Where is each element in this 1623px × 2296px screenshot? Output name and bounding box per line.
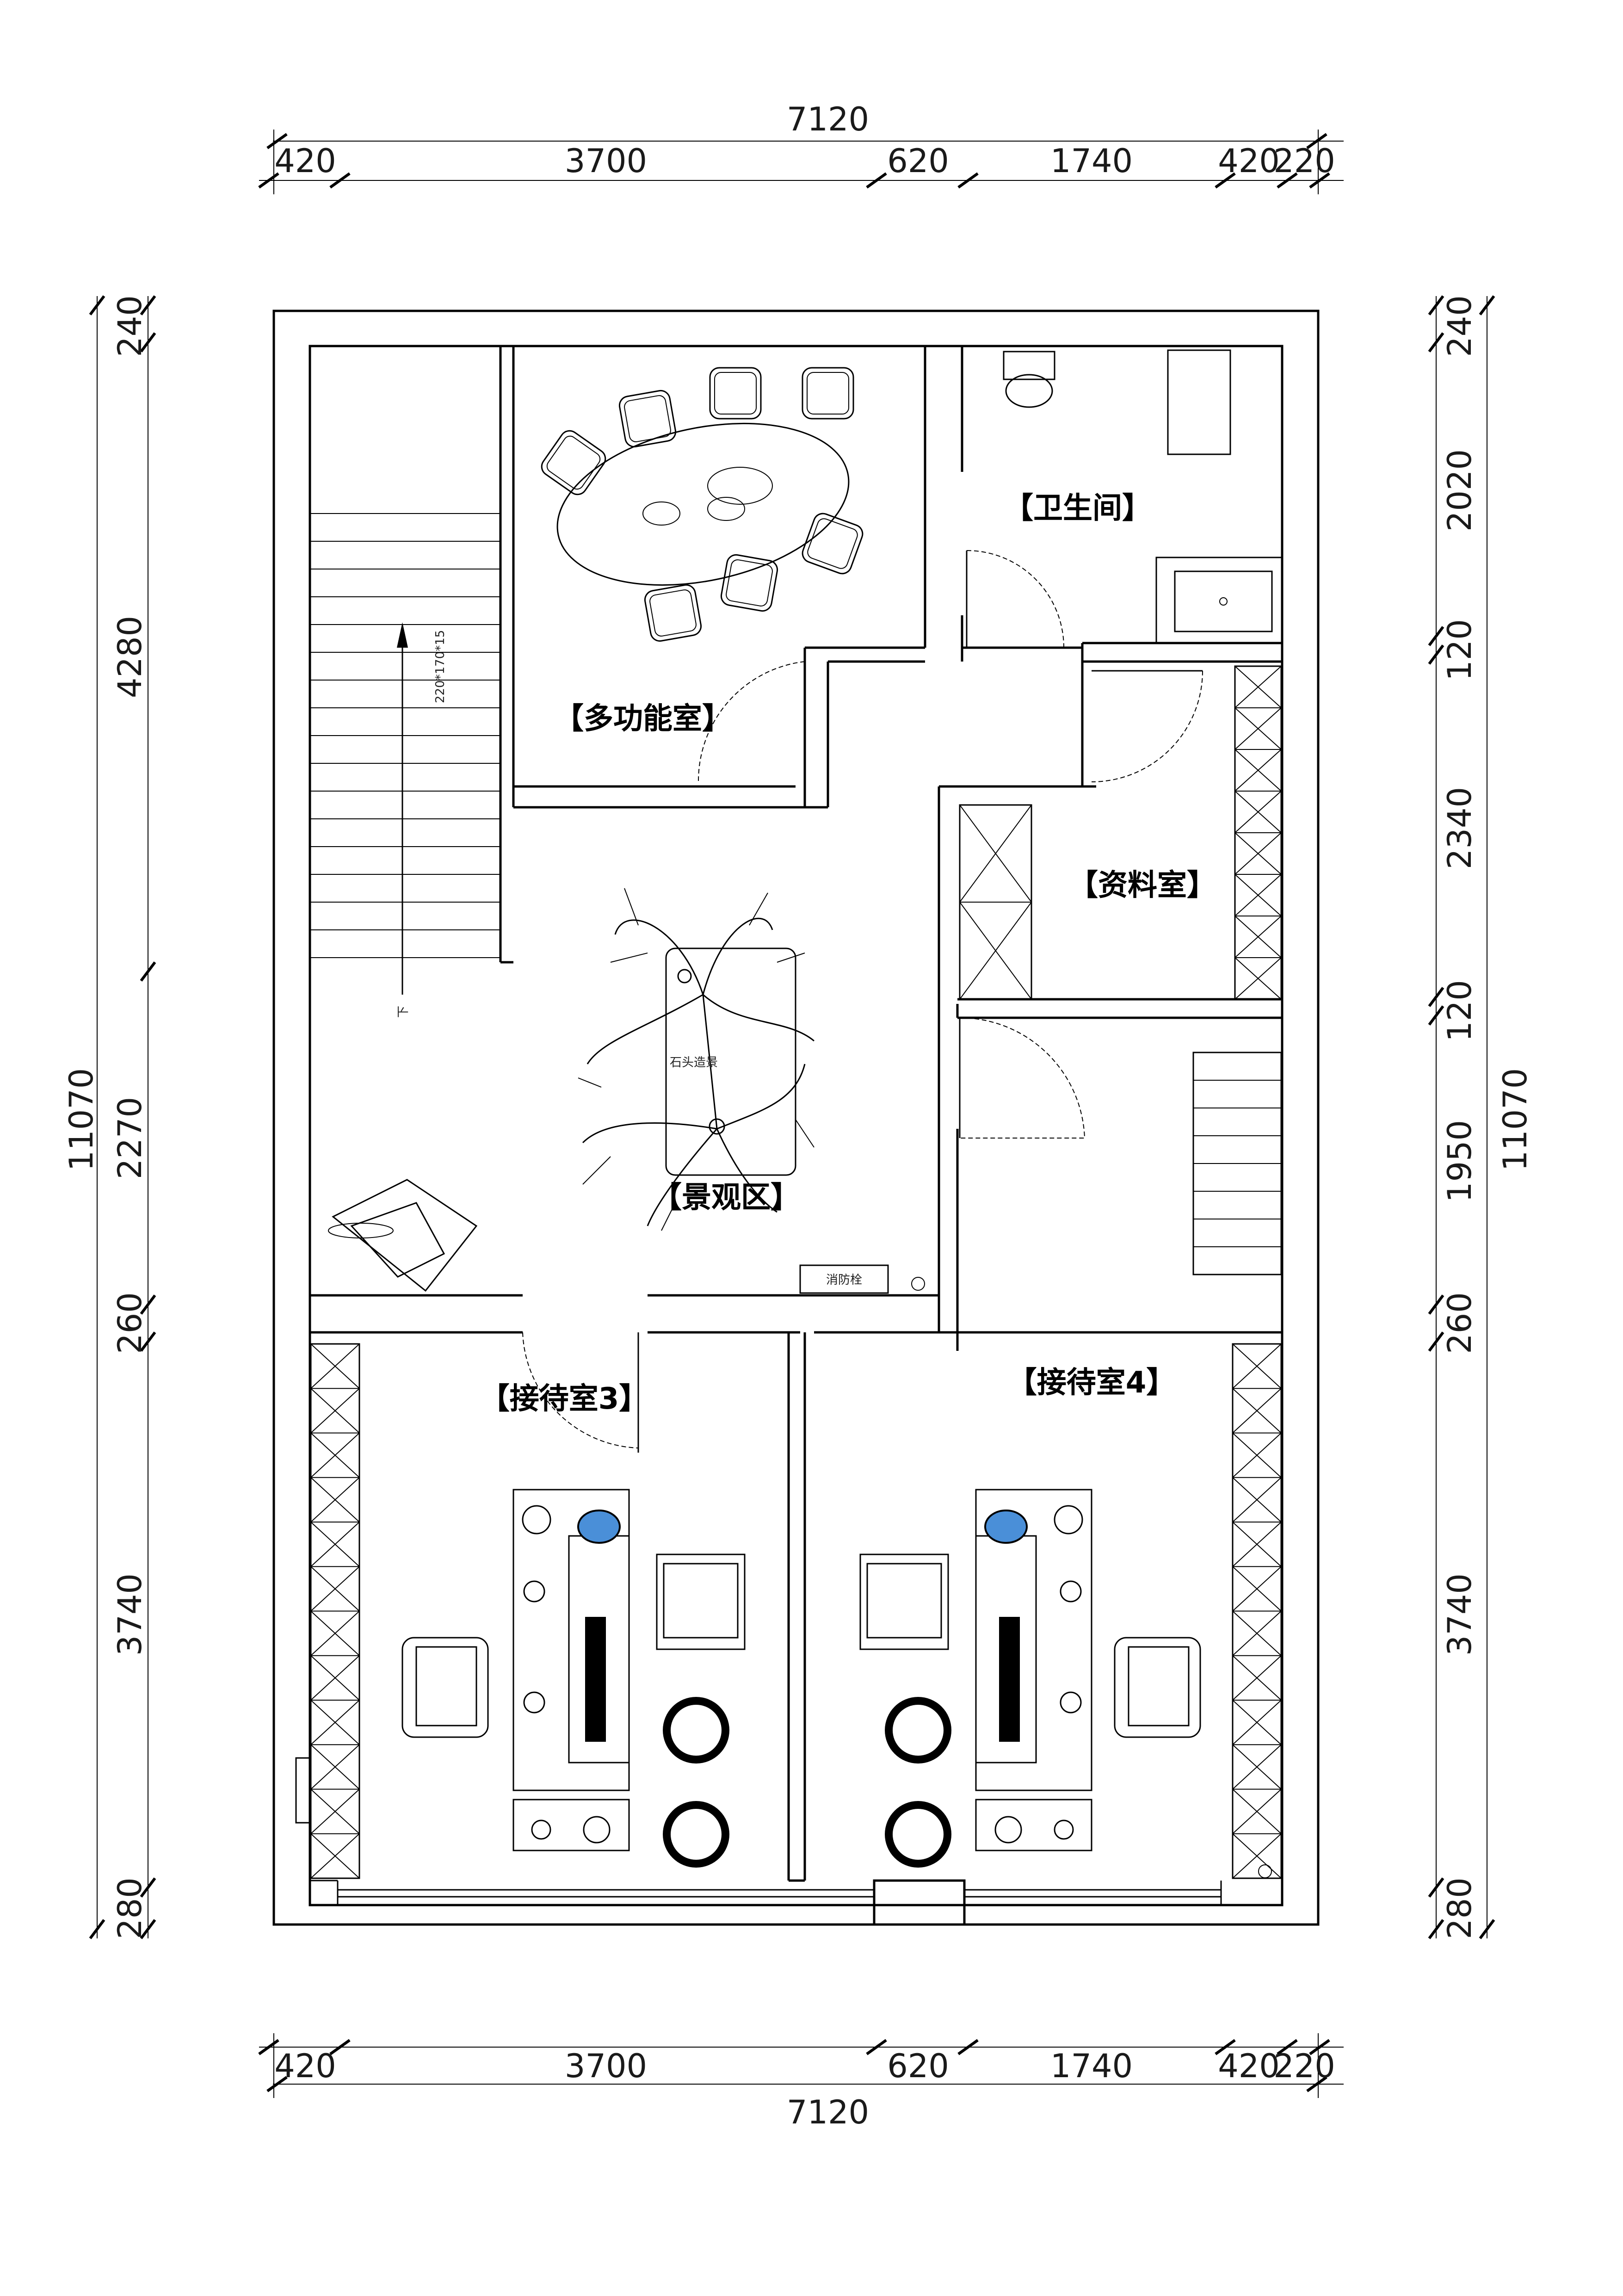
restroom-door: [966, 550, 1064, 648]
top-dimension-segment: 420: [1218, 142, 1280, 180]
top-dimension-segment: 220: [1273, 142, 1335, 180]
left-dimension-segment: 2270: [111, 1097, 149, 1179]
stair-direction-arrow: [397, 622, 408, 995]
chair-icon: [802, 367, 854, 420]
reception3-armchair: [656, 1553, 746, 1650]
top-dimension-segment: 620: [887, 142, 949, 180]
cabinet-icon: [1167, 349, 1231, 455]
top-overall-dimension: 7120: [787, 100, 869, 138]
stair-spec-label: 220*170*15: [433, 630, 447, 703]
toilet-icon: [1003, 351, 1055, 408]
archive-door: [1091, 670, 1203, 782]
chair-icon: [618, 390, 677, 448]
bottom-dimension-chain: 420 3700 620 1740 420 220 7120: [258, 2033, 1344, 2131]
right-dimension-segment: 280: [1441, 1877, 1479, 1939]
drain-icon: [1258, 1864, 1272, 1878]
staircase: [311, 513, 500, 958]
reception4-side-chair: [1114, 1637, 1201, 1738]
right-dimension-segment: 3740: [1441, 1573, 1479, 1656]
top-dimension-segment: 420: [274, 142, 336, 180]
reception4-shelf: [1232, 1343, 1282, 1879]
reception3-tea-set: [512, 1489, 630, 1851]
stair-down-label: 下: [396, 1006, 410, 1018]
fire-hydrant-box: 消防栓: [799, 1264, 925, 1294]
right-dimension-segment: 240: [1441, 295, 1479, 357]
interior-walls: [295, 346, 1282, 1926]
chair-icon: [541, 430, 606, 495]
room-label-archive: 【资料室】: [1068, 868, 1216, 903]
staircase-right: [1192, 1052, 1282, 1275]
armchair-icon: [328, 1179, 478, 1292]
rock-landscape-label: 石头造景: [670, 1056, 718, 1070]
left-overall-dimension: 11070: [62, 1068, 100, 1171]
right-dimension-segment: 1950: [1441, 1120, 1479, 1202]
room-label-multifunction: 【多功能室】: [554, 702, 732, 736]
top-dimension-segment: 1740: [1050, 142, 1133, 180]
tree-icon: [578, 888, 815, 1231]
room-label-landscape: 【景观区】: [652, 1181, 800, 1215]
bottom-dimension-segment: 220: [1273, 2047, 1335, 2085]
exterior-walls: [272, 309, 1320, 1926]
left-dimension-segment: 4280: [111, 616, 149, 698]
conference-chairs: [541, 367, 864, 642]
right-dimension-segment: 2340: [1441, 787, 1479, 869]
right-dimension-segment: 120: [1441, 980, 1479, 1042]
reception3-shelf: [310, 1343, 360, 1879]
fire-hydrant-label: 消防栓: [826, 1273, 862, 1287]
sink-icon: [1155, 557, 1283, 644]
chair-icon: [644, 584, 702, 642]
left-dimension-chain: 11070 240 4280 2270 260 3740 280: [62, 295, 156, 1939]
reception4-armchair: [859, 1553, 949, 1650]
bottom-dimension-segment: 1740: [1050, 2047, 1133, 2085]
archive-door-lower: [959, 1017, 1086, 1139]
left-dimension-segment: 240: [111, 295, 149, 357]
archive-shelf-right: [1234, 665, 1282, 1000]
chair-icon: [802, 513, 864, 575]
room-label-reception4: 【接待室4】: [1007, 1366, 1176, 1400]
reception4-tea-set: [975, 1489, 1092, 1851]
left-dimension-segment: 3740: [111, 1573, 149, 1656]
right-dimension-segment: 120: [1441, 619, 1479, 681]
multifunction-door: [697, 661, 806, 782]
conference-table: [556, 422, 850, 586]
left-dimension-segment: 280: [111, 1877, 149, 1939]
bottom-overall-dimension: 7120: [787, 2093, 869, 2131]
reception3-door: [522, 1332, 639, 1453]
bottom-dimension-segment: 3700: [565, 2047, 647, 2085]
right-dimension-chain: 240 2020 120 2340 120 1950 260 3740 280 …: [1428, 295, 1534, 1939]
bottom-dimension-segment: 420: [1218, 2047, 1280, 2085]
top-dimension-segment: 3700: [565, 142, 647, 180]
right-overall-dimension: 11070: [1496, 1068, 1534, 1171]
room-label-restroom: 【卫生间】: [1004, 491, 1152, 526]
chair-icon: [720, 554, 778, 612]
room-label-reception3: 【接待室3】: [480, 1382, 649, 1416]
archive-shelf-left: [959, 804, 1032, 1000]
right-dimension-segment: 260: [1441, 1292, 1479, 1354]
reception4-stools: [885, 1697, 951, 1868]
chair-icon: [709, 367, 762, 420]
left-dimension-segment: 260: [111, 1292, 149, 1354]
reception3-stools: [663, 1697, 729, 1868]
reception3-side-chair: [401, 1637, 489, 1738]
bottom-dimension-segment: 620: [887, 2047, 949, 2085]
right-dimension-segment: 2020: [1441, 449, 1479, 532]
top-dimension-chain: 7120 420 3700 620 1740 420 220: [258, 100, 1344, 194]
bottom-dimension-segment: 420: [274, 2047, 336, 2085]
